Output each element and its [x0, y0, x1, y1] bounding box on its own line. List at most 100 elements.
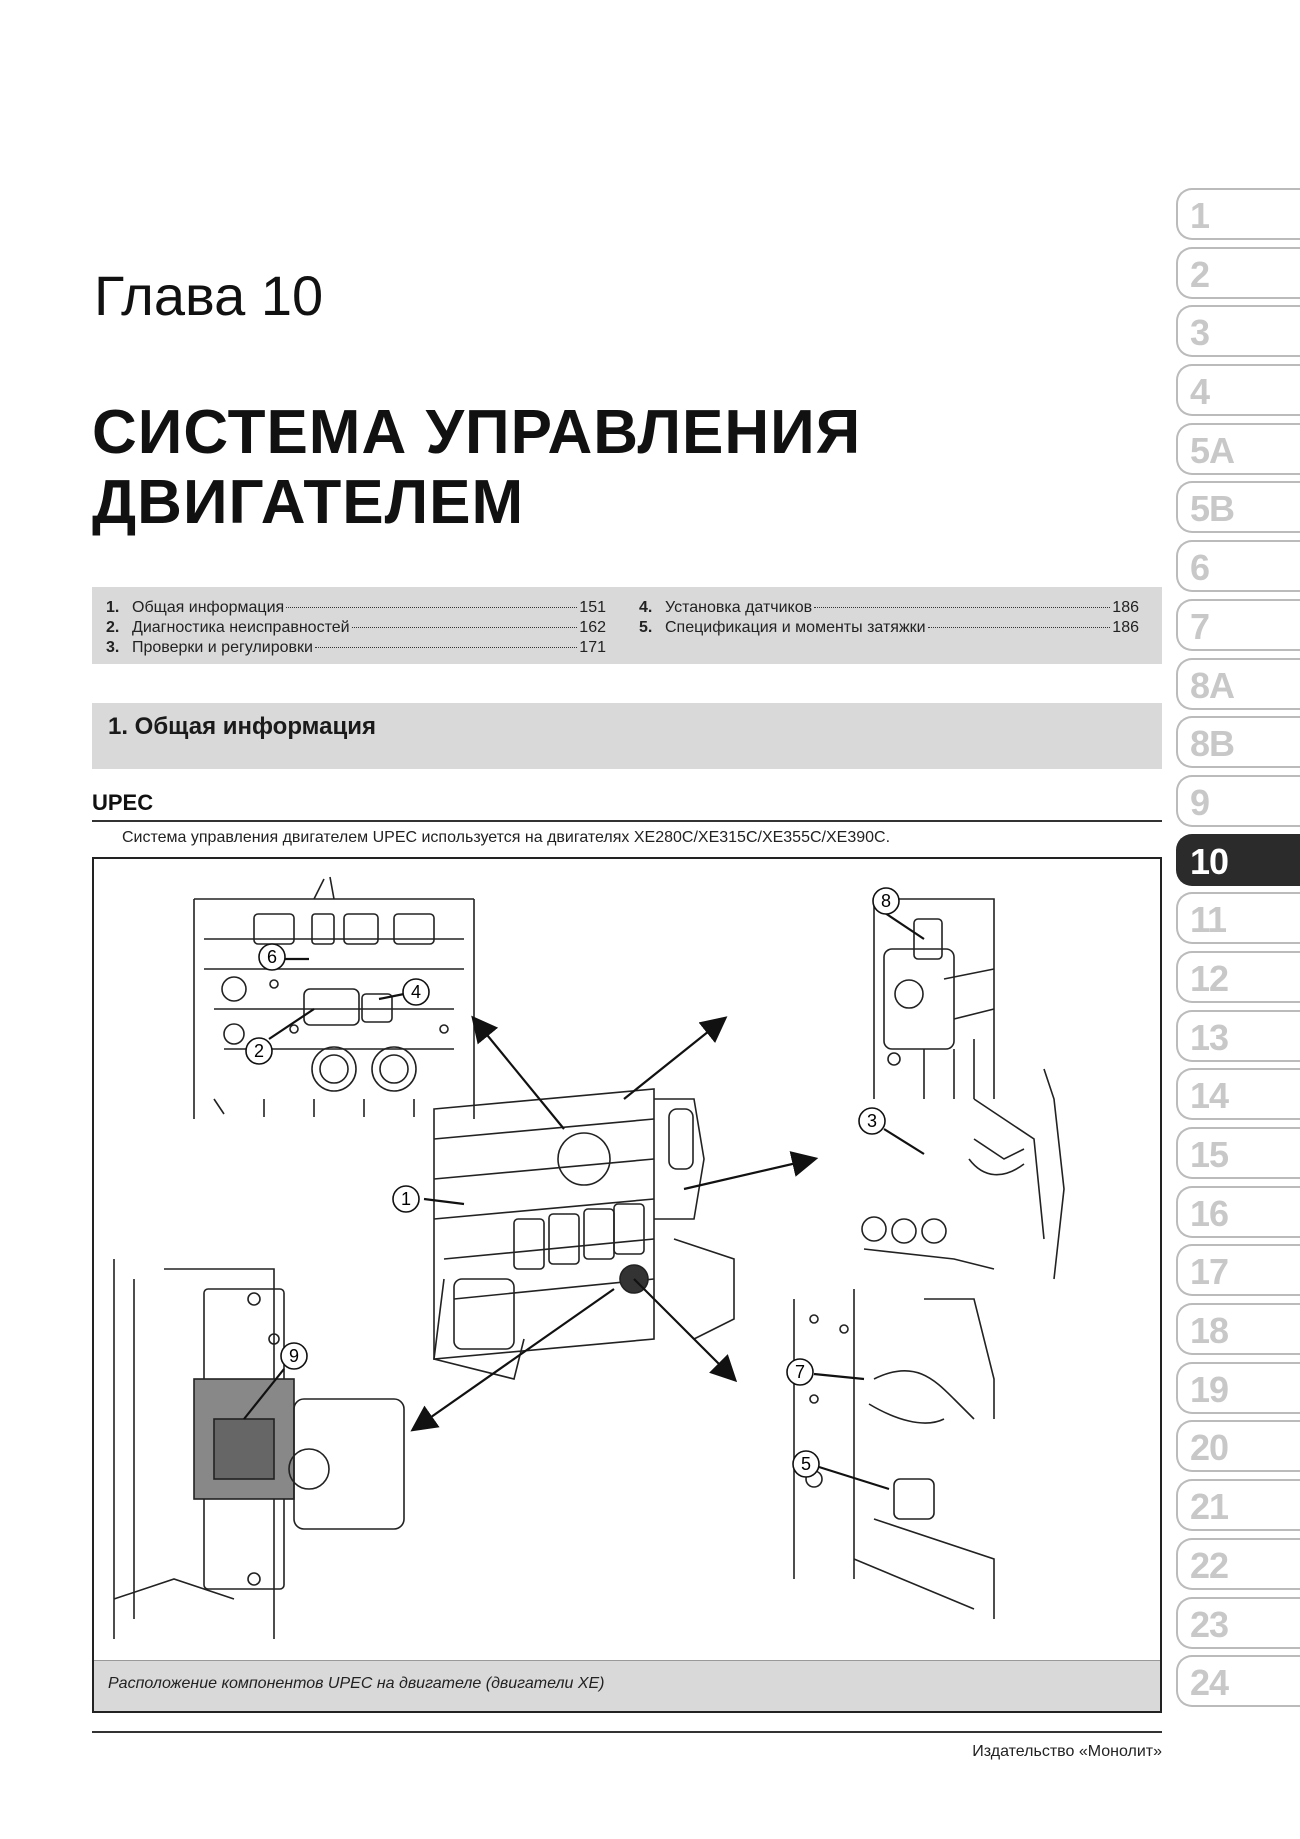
detail-view-lower-right: [793, 1289, 995, 1619]
chapter-tab[interactable]: 2: [1176, 246, 1300, 299]
chapter-tab[interactable]: 15: [1176, 1127, 1300, 1179]
detail-view-lower-left: [113, 1259, 405, 1639]
svg-text:2: 2: [254, 1041, 264, 1061]
chapter-tab[interactable]: 24: [1176, 1655, 1300, 1708]
footer-rule: [92, 1731, 1162, 1733]
chapter-tab[interactable]: 4: [1176, 364, 1300, 417]
chapter-title-line-1: СИСТЕМА УПРАВЛЕНИЯ: [92, 398, 862, 467]
chapter-tab-label: 21: [1190, 1486, 1229, 1528]
detail-view-right-middle: [861, 1068, 1065, 1280]
section-header: 1. Общая информация: [92, 703, 1162, 769]
toc-item[interactable]: 4. Установка датчиков 186: [639, 599, 1139, 619]
chapter-tab-label: 11: [1190, 899, 1227, 941]
toc-item-number: 1.: [106, 599, 120, 616]
toc-column-right: 4. Установка датчиков 186 5. Спецификаци…: [639, 599, 1139, 639]
chapter-tab[interactable]: 10: [1176, 833, 1300, 886]
toc-leader-dots: [351, 627, 578, 628]
chapter-tab[interactable]: 18: [1176, 1303, 1300, 1356]
chapter-tab-label: 18: [1190, 1310, 1229, 1352]
table-of-contents: 1. Общая информация 151 2. Диагностика н…: [92, 587, 1162, 664]
toc-item-page: 186: [1112, 619, 1139, 636]
callout-8: 8: [872, 887, 900, 915]
callout-2: 2: [245, 1037, 273, 1065]
chapter-tab[interactable]: 17: [1176, 1244, 1300, 1297]
chapter-tab[interactable]: 16: [1176, 1185, 1300, 1238]
subsection-rule: [92, 820, 1162, 822]
chapter-tab-label: 13: [1190, 1016, 1229, 1058]
chapter-tab-label: 23: [1190, 1603, 1229, 1645]
engine-components-figure: 1 2 3 4 5 6 7: [92, 857, 1162, 1713]
toc-item-number: 2.: [106, 619, 120, 636]
chapter-tab[interactable]: 8A: [1176, 657, 1300, 710]
chapter-title: СИСТЕМА УПРАВЛЕНИЯ ДВИГАТЕЛЕМ: [92, 398, 952, 538]
chapter-label: Глава 10: [94, 264, 324, 327]
chapter-tab[interactable]: 5A: [1176, 422, 1300, 475]
toc-item-page: 186: [1112, 599, 1139, 616]
chapter-tab-label: 2: [1190, 253, 1210, 295]
toc-item-label: Общая информация: [132, 599, 285, 616]
chapter-tab[interactable]: 11: [1176, 892, 1300, 945]
toc-item[interactable]: 3. Проверки и регулировки 171: [106, 639, 606, 659]
svg-text:5: 5: [801, 1454, 811, 1474]
svg-text:8: 8: [881, 891, 891, 911]
toc-item-number: 4.: [639, 599, 653, 616]
chapter-tab-label: 7: [1190, 605, 1210, 647]
chapter-tab-label: 12: [1190, 957, 1229, 999]
publisher-name: Издательство «Монолит»: [972, 1743, 1162, 1760]
main-engine-block: [433, 1088, 735, 1380]
toc-item-page: 151: [579, 599, 606, 616]
detail-view-top-right: [873, 898, 995, 1099]
chapter-title-line-2: ДВИГАТЕЛЕМ: [92, 468, 525, 537]
chapter-tab-label: 6: [1190, 547, 1210, 589]
toc-item-label: Спецификация и моменты затяжки: [665, 619, 926, 636]
toc-item-label: Проверки и регулировки: [132, 639, 313, 656]
chapter-tab[interactable]: 14: [1176, 1068, 1300, 1121]
svg-text:4: 4: [411, 982, 421, 1002]
chapter-tab[interactable]: 20: [1176, 1420, 1300, 1473]
toc-item-page: 171: [579, 639, 606, 656]
toc-item-number: 5.: [639, 619, 653, 636]
chapter-tab[interactable]: 5B: [1176, 481, 1300, 534]
chapter-tab[interactable]: 19: [1176, 1361, 1300, 1414]
section-title: 1. Общая информация: [108, 713, 376, 740]
chapter-tab-label: 8A: [1190, 664, 1235, 706]
chapter-tab-label: 22: [1190, 1544, 1229, 1586]
toc-item-number: 3.: [106, 639, 120, 656]
chapter-tab-label: 10: [1190, 840, 1229, 882]
chapter-tab[interactable]: 21: [1176, 1479, 1300, 1532]
toc-leader-dots: [286, 607, 578, 608]
toc-item-page: 162: [579, 619, 606, 636]
chapter-tab-label: 17: [1190, 1251, 1229, 1293]
chapter-tab[interactable]: 22: [1176, 1537, 1300, 1590]
toc-item[interactable]: 5. Спецификация и моменты затяжки 186: [639, 619, 1139, 639]
toc-item[interactable]: 1. Общая информация 151: [106, 599, 606, 619]
detail-view-top-left: [193, 876, 475, 1119]
intro-paragraph: Система управления двигателем UPEC испол…: [122, 829, 891, 846]
chapter-tab[interactable]: 3: [1176, 305, 1300, 358]
toc-leader-dots: [314, 647, 578, 648]
chapter-tab[interactable]: 23: [1176, 1596, 1300, 1649]
chapter-tab[interactable]: 7: [1176, 598, 1300, 651]
chapter-tab[interactable]: 6: [1176, 540, 1300, 593]
callout-5: 5: [792, 1450, 820, 1478]
chapter-tab[interactable]: 8B: [1176, 716, 1300, 769]
figure-caption: Расположение компонентов UPEC на двигате…: [94, 1660, 1160, 1711]
chapter-tab-label: 5B: [1190, 488, 1235, 530]
chapter-tab[interactable]: 13: [1176, 1009, 1300, 1062]
chapter-tab[interactable]: 12: [1176, 950, 1300, 1003]
svg-text:1: 1: [401, 1189, 411, 1209]
callout-1: 1: [392, 1185, 420, 1213]
toc-item[interactable]: 2. Диагностика неисправностей 162: [106, 619, 606, 639]
callout-6: 6: [258, 943, 286, 971]
svg-text:7: 7: [795, 1362, 805, 1382]
callout-7: 7: [786, 1358, 814, 1386]
callout-3: 3: [858, 1107, 886, 1135]
chapter-tab[interactable]: 1: [1176, 188, 1300, 240]
engine-line-drawing: 1 2 3 4 5 6 7: [113, 876, 1065, 1639]
toc-item-label: Диагностика неисправностей: [132, 619, 350, 636]
figure-caption-text: Расположение компонентов UPEC на двигате…: [108, 1675, 605, 1692]
svg-text:9: 9: [289, 1346, 299, 1366]
chapter-tab[interactable]: 9: [1176, 774, 1300, 827]
svg-text:6: 6: [267, 947, 277, 967]
